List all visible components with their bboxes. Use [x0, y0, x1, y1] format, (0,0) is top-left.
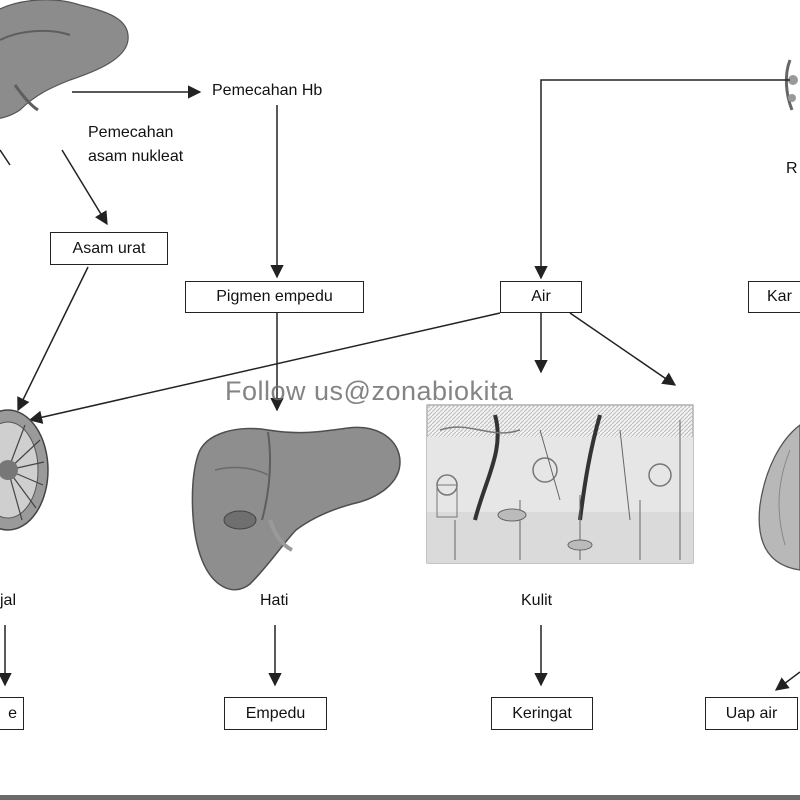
empedu-box: Empedu [224, 697, 327, 730]
air-box: Air [500, 281, 582, 313]
pigmen-empedu-box: Pigmen empedu [185, 281, 364, 313]
liver-icon [0, 0, 129, 166]
karbon-box: Kar [748, 281, 800, 313]
ginjal-label: jal [0, 592, 17, 609]
liver-icon [191, 426, 401, 591]
kulit-label: Kulit [521, 592, 553, 609]
kidney-icon [0, 409, 49, 531]
r-partial-label: R [786, 160, 798, 177]
asam-nukleat-label: asam nukleat [88, 148, 184, 165]
pemecahan-label: Pemecahan [88, 124, 174, 141]
lung-icon [758, 424, 800, 571]
pemecahan-hb-label: Pemecahan Hb [212, 82, 323, 99]
watermark: Follow us@zonabiokita [225, 376, 514, 406]
hati-label: Hati [260, 592, 289, 609]
keringat-box: Keringat [491, 697, 593, 730]
asam-urat-box: Asam urat [50, 232, 168, 265]
arrows [0, 79, 800, 691]
urine-box: e [0, 697, 24, 730]
lung-top-icon [784, 59, 798, 111]
skin-icon [426, 404, 694, 564]
bottom-border [0, 795, 800, 800]
uap-air-box: Uap air [705, 697, 798, 730]
